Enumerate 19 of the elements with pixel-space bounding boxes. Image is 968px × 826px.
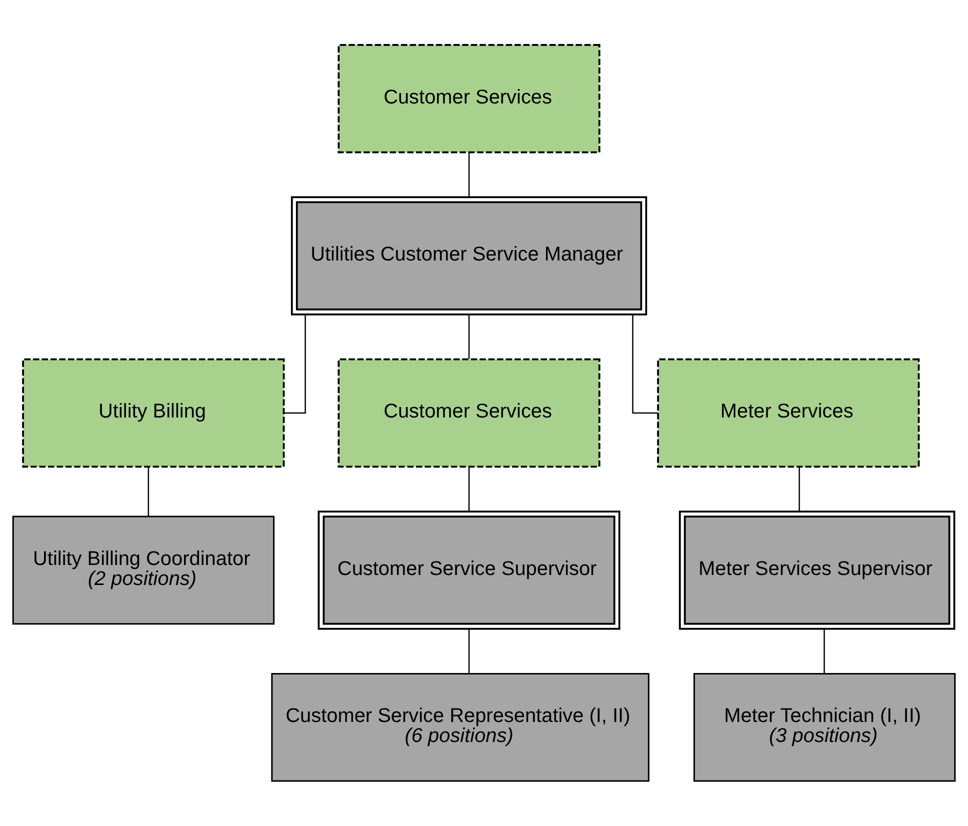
node-box: Meter Services <box>657 358 920 468</box>
node-box: Utility Billing <box>22 358 285 468</box>
node-box: Customer Service Supervisor <box>318 510 620 630</box>
connector <box>468 152 470 198</box>
node-box: Customer Services <box>338 44 600 154</box>
connector <box>468 466 470 512</box>
connector <box>284 314 306 414</box>
connector <box>468 314 470 359</box>
node-box: Meter Services Supervisor <box>678 510 956 630</box>
node-box: Customer Service Representative (I, II) (6 positions) <box>271 672 650 782</box>
connector <box>468 629 470 674</box>
connector <box>798 466 800 512</box>
node-box: Utilities Customer Service Manager <box>290 196 648 316</box>
node-box: Utility Billing Coordinator (2 positions) <box>12 516 275 625</box>
connector <box>148 466 150 516</box>
connector <box>824 629 825 674</box>
node-box: Customer Services <box>338 358 600 468</box>
node-box: Meter Technician (I, II) (3 positions) <box>693 672 956 782</box>
connector <box>632 314 658 414</box>
